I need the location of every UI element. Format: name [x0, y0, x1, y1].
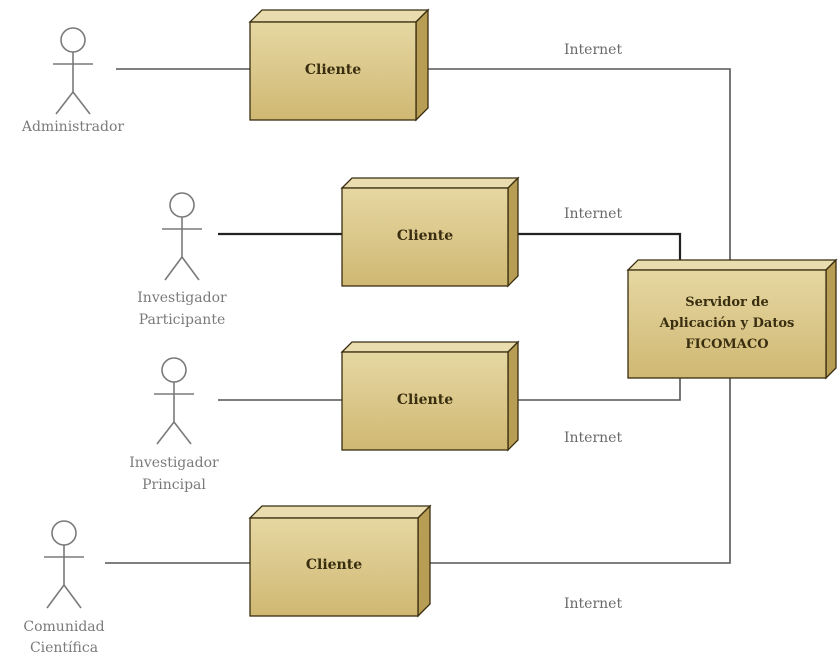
wire-client1-server	[416, 68, 731, 262]
actor-figure-icon	[53, 27, 93, 115]
client-label: Cliente	[306, 557, 362, 573]
internet-label-2: Internet	[564, 206, 622, 222]
client-node-1: Cliente	[248, 8, 430, 122]
server-label-line-3: FICOMACO	[685, 337, 768, 352]
actor-figure-icon	[154, 357, 194, 445]
server-label-line-2: Aplicación y Datos	[659, 316, 795, 331]
client-node-3: Cliente	[340, 340, 520, 452]
server-node: Servidor de Aplicación y Datos FICOMACO	[626, 258, 838, 380]
actor-investigador-participante: Investigador Participante	[137, 192, 227, 328]
actor-label-line-1: Comunidad	[23, 619, 104, 635]
internet-label-4: Internet	[564, 596, 622, 612]
actor-figure-icon	[162, 192, 202, 281]
internet-label-1: Internet	[564, 42, 622, 58]
wire-client4-server	[418, 376, 731, 564]
client-label: Cliente	[305, 62, 361, 78]
actor-figure-icon	[44, 520, 84, 609]
connections	[105, 68, 731, 564]
actor-label-line-2: Participante	[139, 312, 226, 328]
client-node-2: Cliente	[340, 176, 520, 288]
actor-comunidad-cientifica: Comunidad Científica	[23, 520, 105, 656]
actor-label-line-2: Principal	[142, 477, 206, 493]
actor-label-line-2: Científica	[30, 640, 98, 656]
internet-label-3: Internet	[564, 430, 622, 446]
client-label: Cliente	[397, 228, 453, 244]
actor-label: Administrador	[21, 119, 125, 135]
actor-administrador: Administrador	[21, 27, 125, 135]
wire-client2-server	[518, 232, 682, 262]
client-label: Cliente	[397, 392, 453, 408]
actor-label-line-1: Investigador	[137, 290, 227, 306]
actor-label-line-1: Investigador	[129, 455, 219, 471]
wire-client3-server	[518, 376, 681, 401]
server-label-line-1: Servidor de	[685, 295, 769, 310]
actor-investigador-principal: Investigador Principal	[129, 357, 219, 493]
client-node-4: Cliente	[248, 504, 432, 618]
